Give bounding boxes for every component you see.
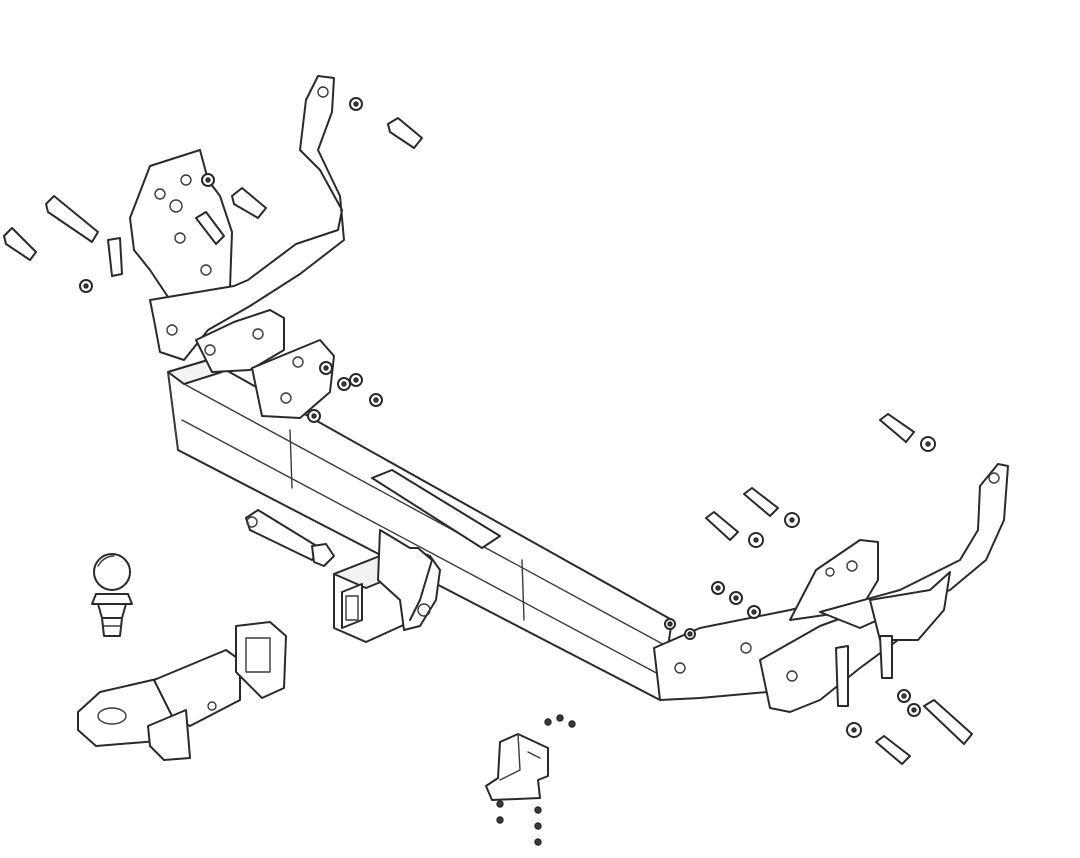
left-mounting-bracket xyxy=(129,75,345,419)
electrical-socket-bracket xyxy=(485,714,576,846)
hitch-pin xyxy=(245,509,335,567)
bolts-and-nuts xyxy=(3,97,973,765)
tow-ball xyxy=(91,553,133,637)
ball-mount-drawbar xyxy=(77,621,287,761)
cross-beam xyxy=(167,359,673,701)
right-mounting-bracket xyxy=(653,463,1009,713)
receiver-hitch xyxy=(333,529,441,643)
